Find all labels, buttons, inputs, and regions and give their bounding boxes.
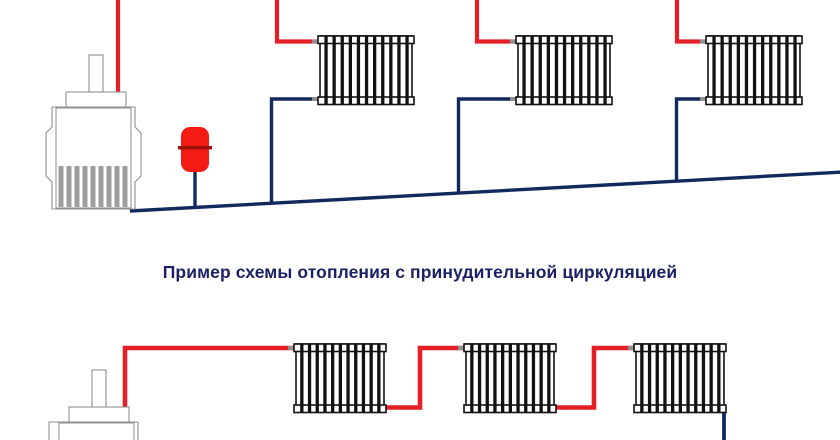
expansion-tank-body — [181, 127, 209, 172]
boiler-top-diagram[interactable] — [45, 54, 142, 210]
boiler-grille — [58, 166, 128, 207]
radiator-fins — [640, 344, 721, 412]
radiator-fins — [300, 344, 381, 412]
top-diagram — [45, 0, 840, 213]
supply-link-radiator-2-to-3 — [552, 345, 638, 410]
bottom-diagram — [48, 343, 727, 440]
supply-branch-radiator-3 — [674, 0, 710, 44]
radiator-connector-return — [312, 97, 322, 101]
radiator-top-3[interactable] — [700, 35, 803, 106]
return-main-sloped — [129, 170, 840, 213]
return-riser-radiator-3 — [674, 97, 710, 183]
radiator-fins — [324, 36, 409, 104]
supply-branch-radiator-1 — [274, 0, 322, 44]
return-riser-radiator-2 — [456, 97, 520, 193]
boiler-front-panel — [58, 422, 135, 440]
boiler-collar — [65, 91, 127, 109]
expansion-tank[interactable] — [178, 127, 212, 172]
radiator-top-1[interactable] — [312, 35, 415, 106]
top-return-pipes — [129, 97, 840, 213]
radiator-connector-supply — [288, 346, 298, 350]
boiler-collar — [68, 406, 130, 424]
expansion-tank-band — [178, 146, 212, 150]
radiator-connector-supply — [312, 39, 322, 44]
top-supply-pipes — [115, 0, 710, 97]
radiator-fins — [522, 36, 607, 104]
bottom-supply-pipes — [122, 345, 638, 420]
radiator-fins — [470, 344, 551, 412]
radiator-bottom-2[interactable] — [458, 343, 557, 414]
radiator-bottom-1[interactable] — [288, 343, 387, 414]
radiator-connector-supply — [458, 346, 468, 350]
radiator-connector-return — [700, 97, 710, 101]
supply-branch-radiator-2 — [474, 0, 520, 44]
boiler-flue — [91, 369, 107, 409]
radiator-connector-supply — [510, 39, 520, 44]
radiator-connector-supply — [700, 39, 710, 44]
boiler-flue — [88, 54, 104, 94]
radiator-bottom-3[interactable] — [628, 343, 727, 414]
supply-link-radiator-1-to-2 — [382, 345, 468, 410]
radiator-fins — [712, 36, 797, 104]
supply-riser-boiler — [122, 345, 298, 420]
radiator-connector-supply — [628, 346, 638, 350]
return-riser-radiator-1 — [269, 97, 322, 204]
boiler-bottom-diagram[interactable] — [48, 369, 144, 440]
radiator-connector-return — [510, 97, 520, 101]
radiator-top-2[interactable] — [510, 35, 613, 106]
